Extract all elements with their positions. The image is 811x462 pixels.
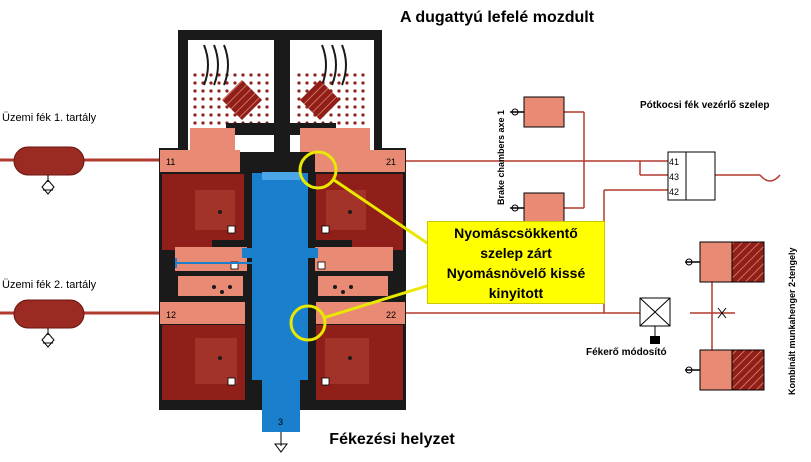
callout-line-4: kinyitott	[488, 284, 544, 301]
callout-leader-upper	[333, 178, 431, 247]
combined-actuator-lower	[685, 349, 765, 391]
port-21-label: 21	[386, 157, 396, 167]
footer-title: Fékezési helyzet	[329, 431, 455, 448]
callout-line-1: Nyomáscsökkentő	[454, 224, 578, 241]
port-3-label: 3	[278, 417, 283, 427]
port-12-label: 12	[166, 310, 176, 320]
trailer-control-valve	[667, 151, 716, 201]
trailer-valve-label: Pótkocsi fék vezérlő szelep	[640, 100, 770, 111]
port-41-label: 41	[669, 157, 679, 167]
highlight-circle-lower	[289, 304, 327, 342]
highlight-circle-upper	[298, 150, 338, 190]
callout-line-3: Nyomásnövelő kissé	[446, 264, 586, 281]
callout-line-2: szelep zárt	[480, 244, 552, 261]
combined-axle-label: Kombinált munkahenger 2-tengely	[787, 247, 797, 395]
brake-chambers-label: Brake chambers axe 1	[496, 110, 506, 205]
reservoir-tank-1	[13, 146, 85, 195]
port-42-label: 42	[669, 187, 679, 197]
tank-2-label: Üzemi fék 2. tartály	[2, 279, 97, 291]
port-11-label: 11	[166, 157, 175, 167]
brake-valve-body	[159, 30, 406, 453]
callout-leader-lower	[322, 283, 431, 320]
port-43-label: 43	[669, 172, 679, 182]
tank-1-label: Üzemi fék 1. tartály	[2, 112, 97, 124]
brake-chamber-lower	[510, 192, 565, 224]
brake-force-modulator	[639, 297, 727, 344]
reservoir-tank-2	[13, 299, 85, 348]
callout-box: Nyomáscsökkentő szelep zárt Nyomásnövelő…	[427, 221, 605, 304]
port-22-label: 22	[386, 310, 396, 320]
diagram-title: A dugattyú lefelé mozdult	[400, 9, 595, 26]
brake-chamber-upper	[510, 96, 565, 128]
brake-modulator-label: Fékerő módosító	[586, 347, 667, 358]
combined-actuator-upper	[685, 241, 765, 283]
